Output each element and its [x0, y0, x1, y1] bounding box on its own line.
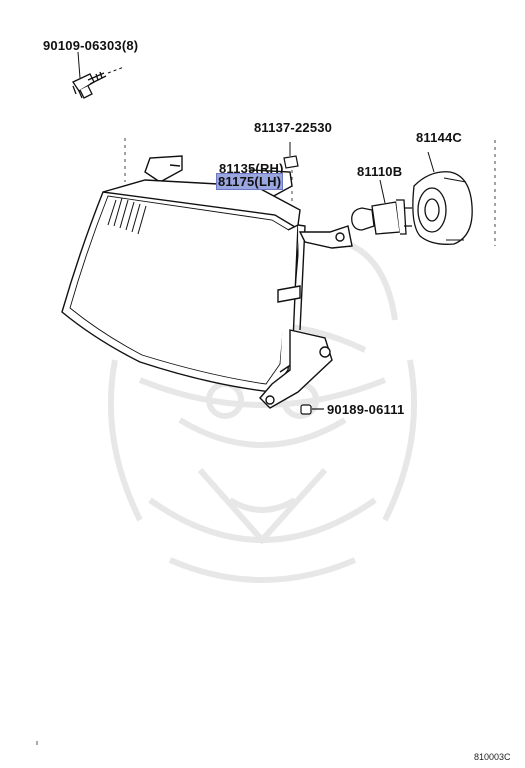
diagram-code: 810003C — [474, 752, 511, 762]
bulb-part — [351, 179, 412, 235]
headlamp-assembly — [61, 155, 353, 409]
screw-part — [72, 66, 125, 99]
bulb-label[interactable]: 81110B — [357, 164, 403, 179]
nut-label[interactable]: 81137-22530 — [254, 120, 333, 135]
screw-label[interactable]: 90109-06303(8) — [43, 38, 139, 53]
headlamp-rh-label[interactable]: 81135(RH) — [219, 161, 284, 176]
headlamp-lh-label[interactable]: 81175(LH) — [215, 173, 284, 190]
clip-label[interactable]: 90189-06111 — [327, 402, 405, 417]
headlamp-lh-highlight[interactable]: 81175(LH) — [215, 173, 284, 190]
bottom-clip-part — [300, 404, 324, 415]
top-nut-part — [283, 142, 299, 169]
socket-label[interactable]: 81144C — [416, 130, 463, 145]
leader-line — [77, 51, 81, 79]
socket-cover-part — [412, 151, 473, 245]
